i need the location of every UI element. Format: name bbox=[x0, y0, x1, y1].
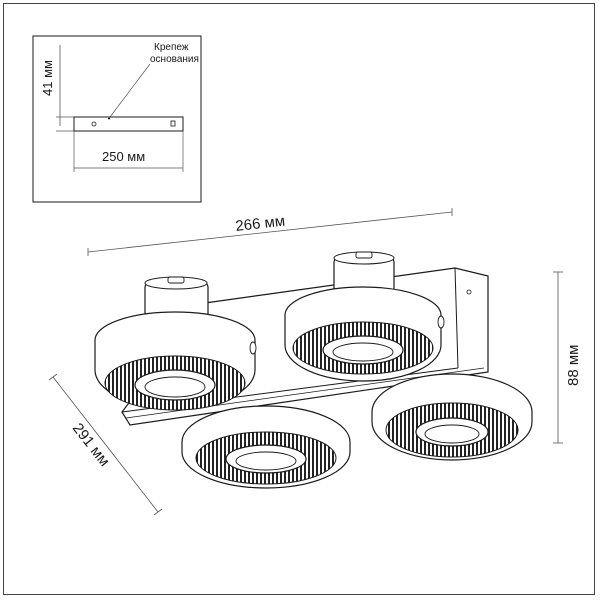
height-dimension: 88 мм bbox=[553, 271, 582, 444]
lamp-pivot-knob bbox=[437, 315, 445, 329]
depth-dim-tick-top bbox=[48, 373, 58, 381]
lamp-pivot-knob bbox=[249, 341, 257, 355]
lamp-head-top-left bbox=[94, 276, 257, 411]
length-dimension: 266 мм bbox=[87, 208, 453, 256]
mounting-pin bbox=[108, 117, 110, 120]
inset-height-dim-label: 41 мм bbox=[40, 60, 55, 96]
depth-dim-tick-bottom bbox=[153, 508, 163, 516]
inset-panel: Крепеж основания 41 мм 250 мм bbox=[32, 35, 202, 203]
lamp-lens bbox=[144, 376, 206, 398]
length-dim-line bbox=[87, 211, 453, 253]
lamp-head-bottom-left bbox=[181, 405, 351, 489]
bar-screw-icon bbox=[466, 289, 472, 295]
diagram-frame bbox=[3, 3, 595, 595]
depth-dim-line bbox=[52, 376, 159, 513]
inset-leader-line bbox=[109, 63, 151, 118]
length-dim-label: 266 мм bbox=[235, 213, 286, 235]
lamp-head-bottom-right bbox=[371, 373, 533, 461]
depth-dim-label: 291 мм bbox=[69, 420, 113, 470]
inset-width-dim-label: 250 мм bbox=[102, 149, 145, 164]
lamp-lens bbox=[235, 451, 297, 471]
mounting-hole-left bbox=[91, 121, 97, 127]
lamp-lens bbox=[424, 424, 480, 444]
inset-label-line2: основания bbox=[150, 54, 199, 65]
lamp-lens bbox=[332, 342, 394, 362]
lamp-head-top-right bbox=[284, 251, 445, 382]
height-dim-label: 88 мм bbox=[565, 345, 582, 386]
inset-label-line1: Крепеж bbox=[154, 42, 189, 53]
mounting-slot-right bbox=[170, 120, 176, 127]
mounting-plate bbox=[73, 116, 184, 132]
